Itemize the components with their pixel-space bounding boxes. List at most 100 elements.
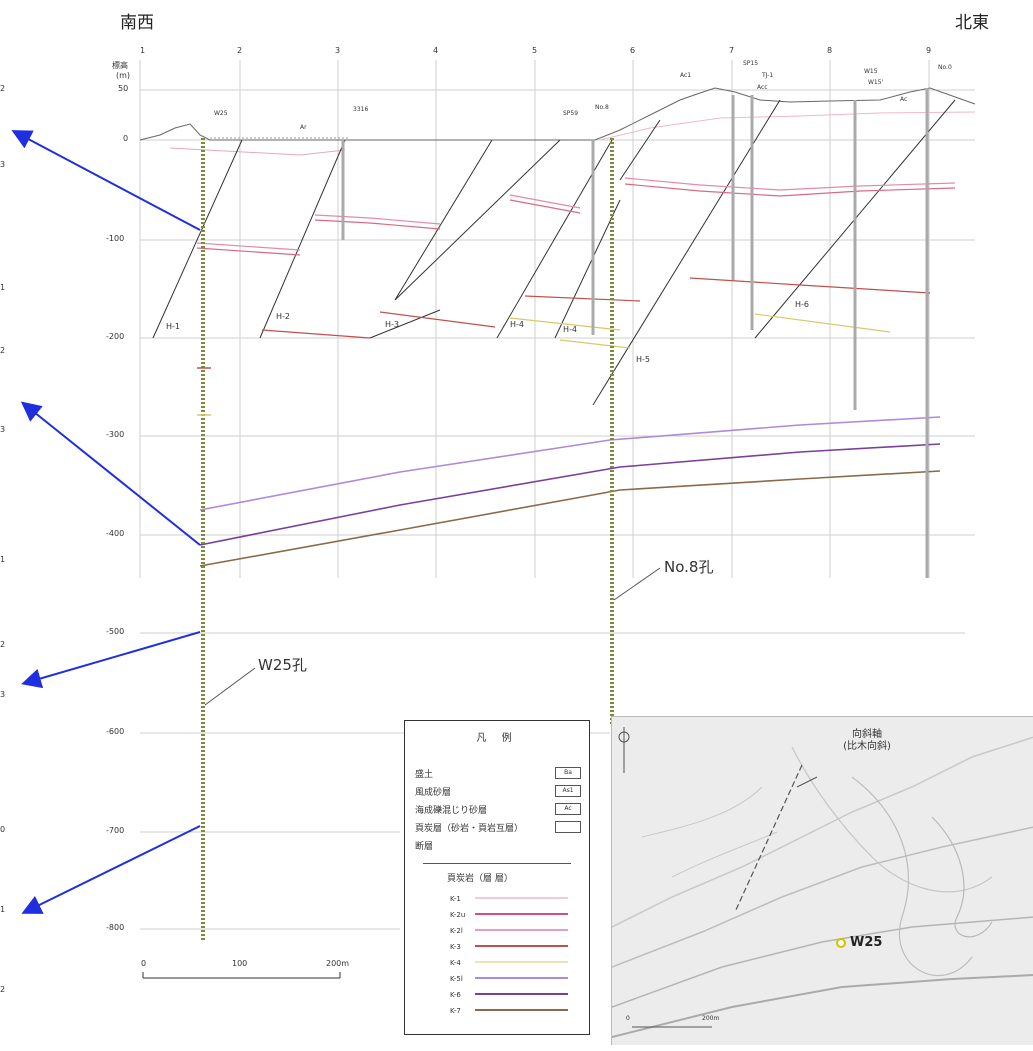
left-label: 3: [0, 690, 6, 699]
coal-seam-name: K-5l: [450, 975, 463, 983]
elevation-tick: -600: [106, 727, 125, 736]
syncline-axis-label: 向斜軸: [852, 729, 882, 740]
fault-label: H-4: [563, 325, 577, 334]
elevation-tick: -800: [106, 923, 125, 932]
hole-tag: SP59: [563, 110, 579, 117]
coal-seam-name: K-3: [450, 943, 461, 951]
southwest-label: 南西: [120, 13, 154, 33]
fault-label: H-2: [276, 312, 290, 321]
legend-title: 凡 例: [476, 733, 518, 744]
coal-seam-row-k7: K-7: [450, 1007, 568, 1015]
left-label: 2: [0, 640, 6, 649]
scale-tick: 200m: [326, 959, 350, 968]
map-scale-max: 200m: [702, 1015, 720, 1022]
left-label: 2: [0, 346, 6, 355]
elevation-tick: -300: [106, 430, 125, 439]
surface-label: Ar: [300, 124, 307, 131]
coal-seam-name: K-4: [450, 959, 461, 967]
hole-tag: W25: [214, 110, 228, 117]
map-scale-zero: 0: [626, 1015, 630, 1022]
legend-row: 頁炭層（砂岩・頁岩互層）: [415, 824, 524, 834]
column-number: 8: [827, 46, 833, 55]
coal-seam-row-k4: K-4: [450, 959, 568, 967]
column-number: 4: [433, 46, 439, 55]
coal-seam-row-k1: K-1: [450, 895, 568, 903]
legend-code: Ba: [555, 767, 581, 779]
hole-tag: SP15: [743, 60, 759, 67]
elevation-unit-sub: (m): [116, 71, 131, 80]
arrow-2: [20, 401, 201, 546]
hole-tag: W15': [868, 79, 884, 86]
fault-label: H-1: [166, 322, 180, 331]
column-number: 7: [729, 46, 735, 55]
column-number: 9: [926, 46, 932, 55]
legend-code: Ac: [555, 803, 581, 815]
w25-map-label: W25: [850, 935, 883, 950]
legend-code: [555, 821, 581, 833]
coal-seam-row-k6: K-6: [450, 991, 568, 999]
elevation-tick: -400: [106, 529, 125, 538]
no8-hole-label: No.8孔: [664, 558, 714, 576]
legend-divider: [423, 863, 571, 864]
hole-tag: W15: [864, 68, 878, 75]
left-label: 3: [0, 160, 6, 169]
left-label: 1: [0, 283, 6, 292]
coal-seam-row-k5l: K-5l: [450, 975, 568, 983]
surface-label: Ac: [900, 96, 908, 103]
column-number: 2: [237, 46, 243, 55]
blue-arrows: [11, 130, 201, 914]
column-number: 5: [532, 46, 538, 55]
coal-seam-name: K-6: [450, 991, 461, 999]
coal-seams-upper: [196, 177, 956, 349]
scale-tick: 100: [232, 959, 248, 968]
coal-seam-row-k2l: K-2l: [450, 927, 568, 935]
elevation-tick: -100: [106, 234, 125, 243]
hole-tag: TJ-1: [762, 72, 774, 79]
surface-label: Acc: [757, 84, 768, 91]
scale-bar: [142, 972, 341, 979]
left-label: 3: [0, 425, 6, 434]
scale-tick: 0: [141, 959, 147, 968]
w25-marker: [836, 938, 846, 948]
coal-seam-name: K-2u: [450, 911, 465, 919]
elevation-tick: 50: [118, 84, 129, 93]
w25-hole-label: W25孔: [258, 656, 307, 674]
coal-seam-row-k3: K-3: [450, 943, 568, 951]
coal-seam-name: K-1: [450, 895, 461, 903]
fault-label: H-5: [636, 355, 650, 364]
column-number: 6: [630, 46, 636, 55]
hole-tag: No.8: [595, 104, 609, 111]
coal-seam-name: K-2l: [450, 927, 463, 935]
left-label: 0: [0, 825, 6, 834]
elevation-unit-label: 標高: [112, 61, 128, 70]
legend-code: As1: [555, 785, 581, 797]
fault-label: H-6: [795, 300, 809, 309]
coal-seam-name: K-7: [450, 1007, 461, 1015]
legend-row: 風成砂層: [415, 788, 452, 798]
left-label: 2: [0, 84, 6, 93]
coal-seam-row-k2u: K-2u: [450, 911, 568, 919]
legend-row: 海成礫混じり砂層: [415, 806, 488, 816]
left-label: 2: [0, 985, 6, 994]
fault-label: H-3: [385, 320, 399, 329]
elevation-tick: -700: [106, 826, 125, 835]
legend-coal-swatches: K-1 K-2u K-2l K-3 K-4 K-5l K-6 K-7: [450, 895, 568, 1015]
left-label: 1: [0, 905, 6, 914]
arrow-3: [21, 631, 201, 689]
syncline-name-label: (比木向斜): [843, 741, 891, 752]
surface-label: Ac1: [680, 72, 692, 79]
legend-row: 盛土: [415, 770, 434, 780]
northeast-label: 北東: [955, 13, 989, 33]
fault-label: H-4: [510, 320, 524, 329]
elevation-tick: -200: [106, 332, 125, 341]
hole-tag: 3316: [353, 106, 369, 113]
legend-row: 断層: [415, 842, 434, 852]
elevation-tick: -500: [106, 627, 125, 636]
legend-coal-title: 頁炭岩（層 層）: [447, 874, 513, 884]
arrow-1: [11, 130, 201, 231]
hole-tag: No.0: [938, 64, 952, 71]
grey-boreholes: [341, 88, 929, 578]
arrow-4: [21, 825, 201, 914]
location-map: 向斜軸 (比木向斜) W25 0 200m: [611, 716, 1033, 1045]
